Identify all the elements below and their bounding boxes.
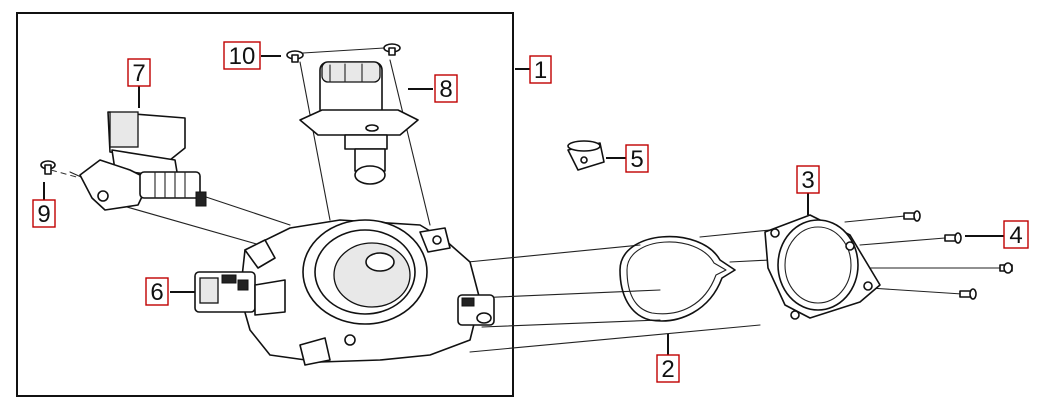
callout-4: 4 [1003, 220, 1029, 249]
idle-air-valve [299, 61, 419, 185]
callout-10: 10 [223, 41, 261, 70]
callout-label-9: 9 [37, 201, 50, 228]
screw-9 [40, 160, 81, 179]
tps-connector [194, 271, 286, 316]
callout-1: 1 [529, 55, 552, 84]
gasket [619, 235, 736, 322]
callout-label-6: 6 [150, 279, 163, 306]
callout-8: 8 [434, 74, 458, 103]
sensor-bracket [79, 159, 207, 211]
callout-label-3: 3 [801, 167, 814, 194]
callout-3: 3 [796, 165, 820, 194]
flange-plate [764, 214, 881, 320]
bolt-4b [944, 232, 962, 244]
callout-6: 6 [145, 277, 169, 306]
callout-label-5: 5 [630, 146, 643, 173]
callout-7: 7 [127, 58, 151, 87]
cap [567, 140, 605, 171]
bolt-4c [999, 262, 1013, 274]
callout-9: 9 [32, 199, 56, 228]
throttle-body [239, 219, 495, 366]
callout-2: 2 [656, 354, 680, 383]
screw-10a [286, 50, 304, 63]
alignment-lines [69, 47, 1001, 353]
bolt-4d [959, 288, 977, 300]
leader-lines [43, 55, 1004, 355]
callout-label-4: 4 [1009, 222, 1022, 249]
assembly-frame [16, 12, 514, 397]
callout-label-7: 7 [132, 60, 145, 87]
callout-label-2: 2 [661, 356, 674, 383]
callout-label-1: 1 [534, 57, 547, 84]
callout-label-10: 10 [229, 43, 256, 70]
bolt-4a [903, 210, 921, 222]
callout-label-8: 8 [439, 76, 452, 103]
callout-5: 5 [625, 144, 649, 173]
screw-10b [383, 43, 401, 56]
